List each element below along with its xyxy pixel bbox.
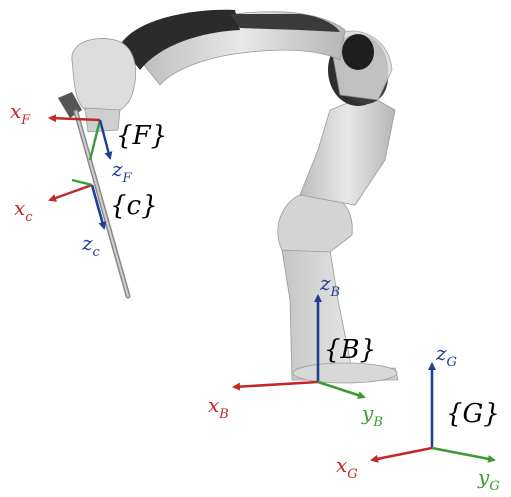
global-y-label: yG: [477, 465, 500, 494]
frame-global: zG xG yG {G}: [336, 341, 500, 494]
camera-x-label: xc: [14, 196, 33, 225]
global-x-axis: [370, 446, 433, 463]
frame-flange: xF zF {F}: [10, 99, 167, 186]
base-frame-name: {B}: [324, 335, 376, 365]
global-x-label: xG: [336, 453, 358, 482]
base-x-axis: [232, 380, 319, 391]
global-z-label: zG: [435, 341, 457, 370]
flange-y-axis: [88, 119, 102, 161]
camera-frame-name: {c}: [110, 191, 158, 221]
camera-z-axis: [90, 184, 107, 230]
global-y-axis: [431, 446, 496, 463]
camera-y-axis: [71, 178, 93, 187]
base-y-axis: [317, 380, 366, 399]
flange-z-label: zF: [111, 157, 133, 186]
flange-frame-name: {F}: [116, 121, 167, 151]
global-frame-name: {G}: [446, 399, 500, 429]
flange-x-label: xF: [10, 99, 31, 128]
base-x-label: xB: [208, 393, 229, 422]
base-y-label: yB: [361, 401, 383, 430]
robot-arm-illustration: [58, 9, 399, 384]
frame-camera: xc zc {c}: [14, 178, 158, 260]
camera-x-axis: [48, 183, 93, 202]
flange-z-axis: [98, 119, 113, 160]
flange-x-axis: [48, 114, 101, 123]
frame-base: zB xB yB {B}: [208, 271, 383, 430]
camera-z-label: zc: [81, 231, 101, 260]
base-z-label: zB: [319, 271, 340, 300]
